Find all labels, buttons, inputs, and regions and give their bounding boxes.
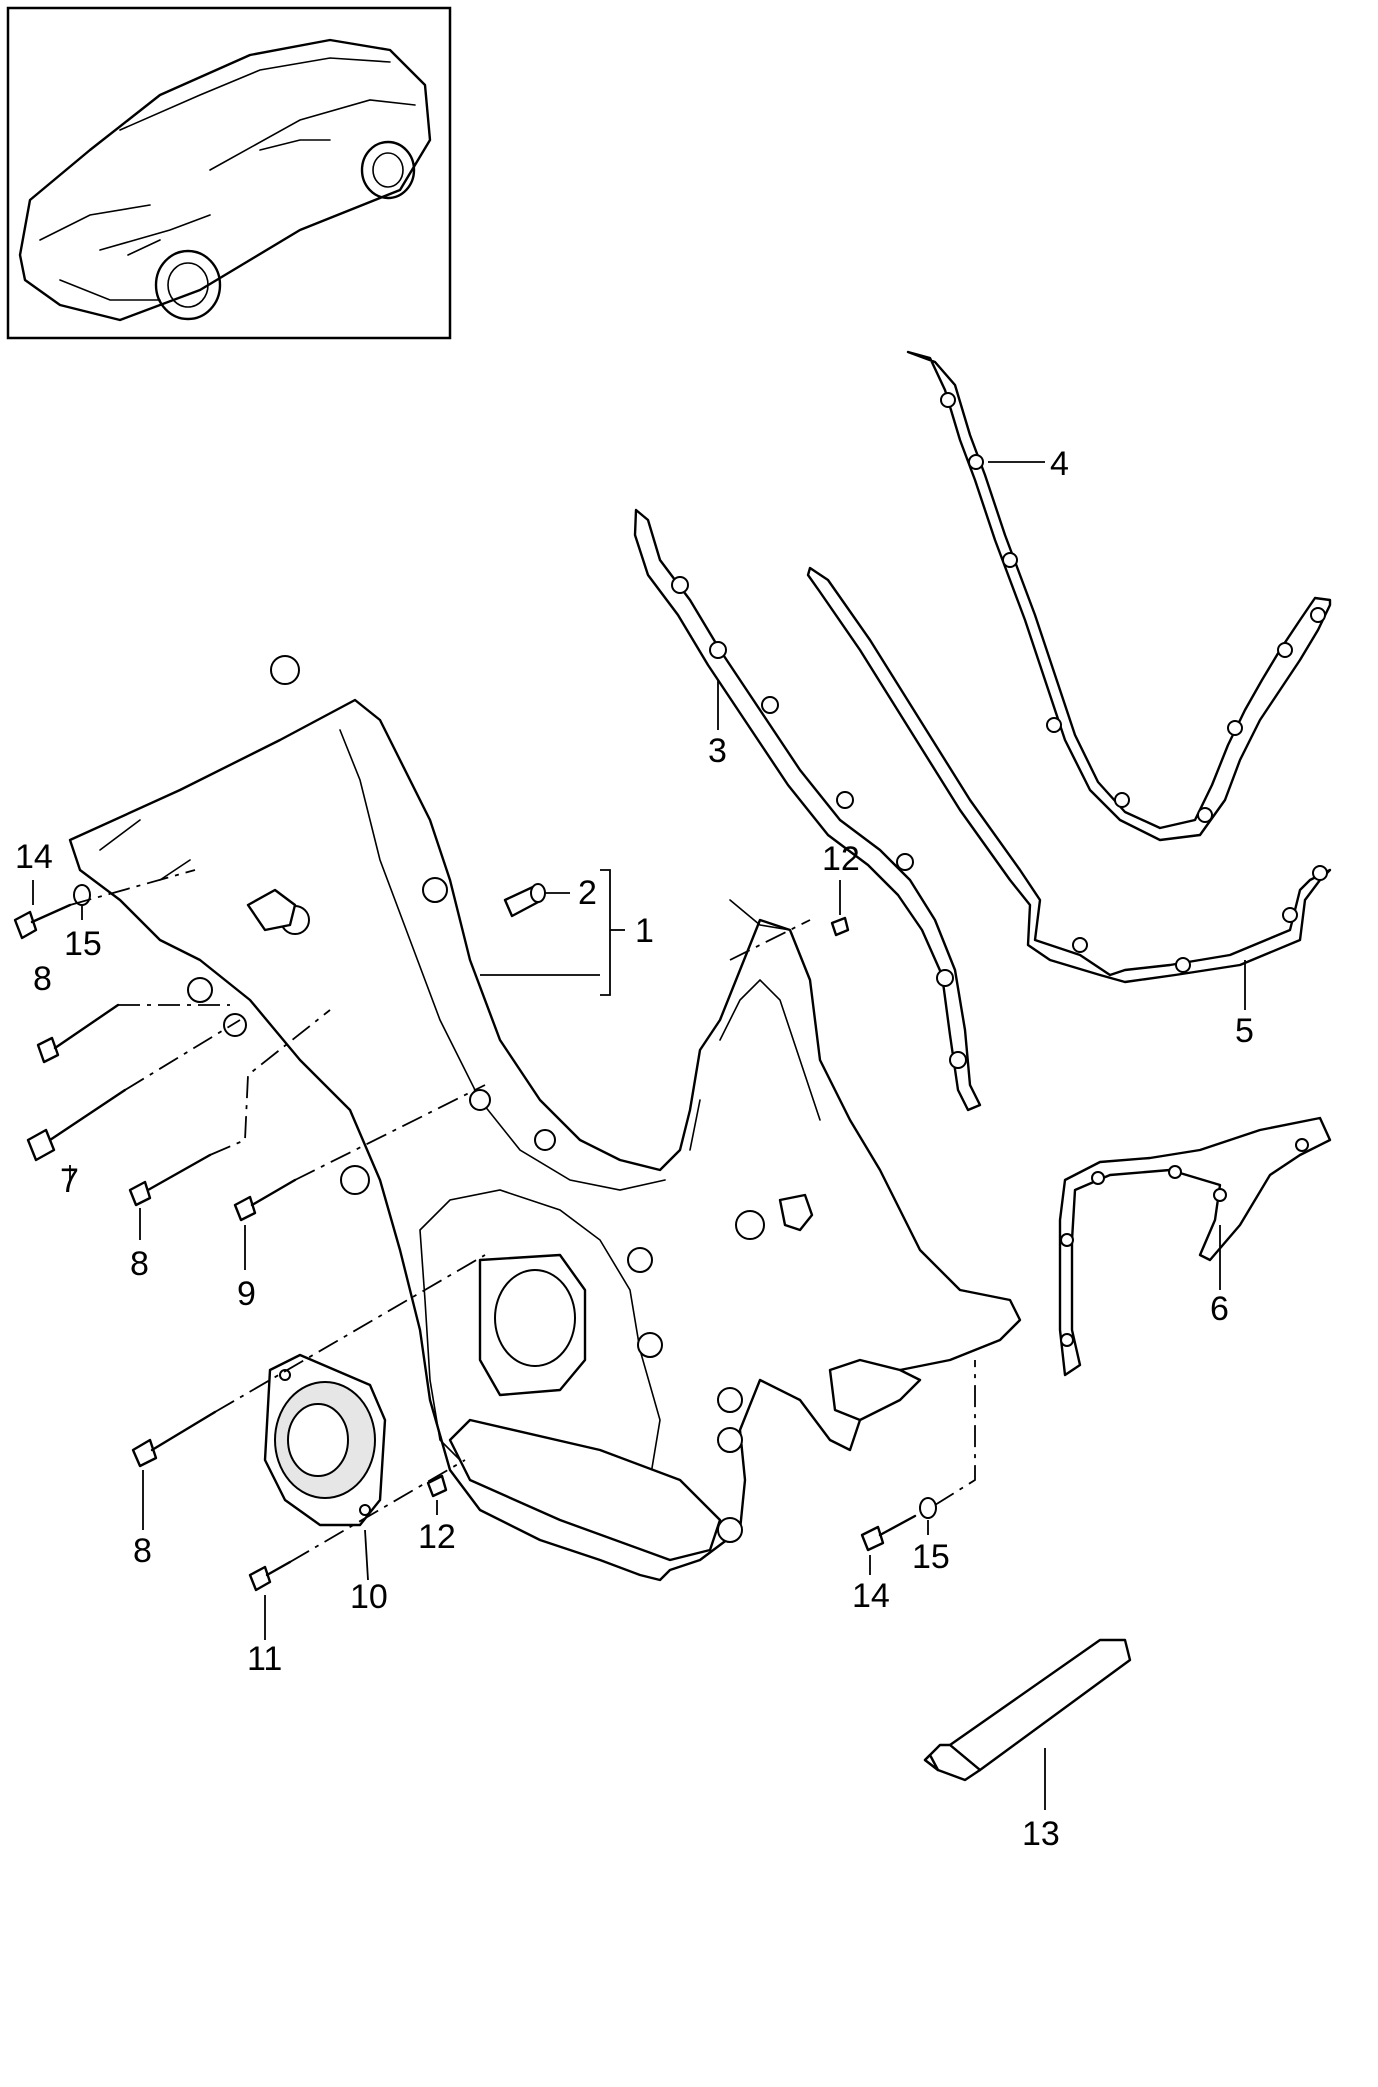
screw-14a [13, 880, 72, 940]
callout-13: 13 [1022, 1815, 1060, 1853]
plug-12a [830, 880, 850, 937]
callout-8a: 8 [33, 960, 52, 998]
callout-4: 4 [1050, 445, 1069, 483]
callout-3: 3 [708, 732, 727, 770]
callout-12b: 12 [418, 1518, 456, 1556]
washer-15b [919, 1497, 937, 1535]
timing-cover-1 [68, 655, 1022, 1582]
screw-7 [26, 1088, 127, 1180]
gasket-6 [1058, 1116, 1332, 1377]
callout-2: 2 [578, 874, 597, 912]
vehicle-thumbnail [6, 6, 452, 340]
screw-8c [131, 1410, 217, 1530]
screw-8a [36, 1003, 120, 1064]
screw-8b [128, 1153, 212, 1240]
callout-14a: 14 [15, 838, 53, 876]
callout-8c: 8 [133, 1532, 152, 1570]
callout-12a: 12 [822, 840, 860, 878]
dowel-sleeve-2 [503, 883, 570, 918]
callout-1: 1 [635, 912, 654, 950]
callout-labels: 1 2 3 4 5 6 7 8 8 8 9 10 11 12 12 13 14 … [15, 445, 1254, 1853]
callout-5: 5 [1235, 1012, 1254, 1050]
assembly-lines [69, 869, 976, 1563]
callout-11: 11 [247, 1640, 282, 1678]
callout-8b: 8 [130, 1245, 149, 1283]
gasket-5 [806, 566, 1332, 1010]
gasket-4 [906, 350, 1332, 842]
callout-14b: 14 [852, 1577, 890, 1615]
screw-9 [233, 1178, 297, 1270]
callout-15a: 15 [64, 925, 102, 963]
sealant-tube-13 [923, 1638, 1132, 1810]
callout-15b: 15 [912, 1538, 950, 1576]
callout-9: 9 [237, 1275, 256, 1313]
callout-10: 10 [350, 1578, 388, 1616]
screw-11 [248, 1560, 292, 1640]
callout-bracket-1 [480, 869, 625, 996]
shaft-seal-10 [263, 1353, 387, 1581]
callout-7: 7 [60, 1162, 79, 1200]
gasket-3 [633, 508, 982, 1112]
callout-6: 6 [1210, 1290, 1229, 1328]
screw-14b [860, 1514, 917, 1575]
plug-12b [426, 1474, 448, 1515]
